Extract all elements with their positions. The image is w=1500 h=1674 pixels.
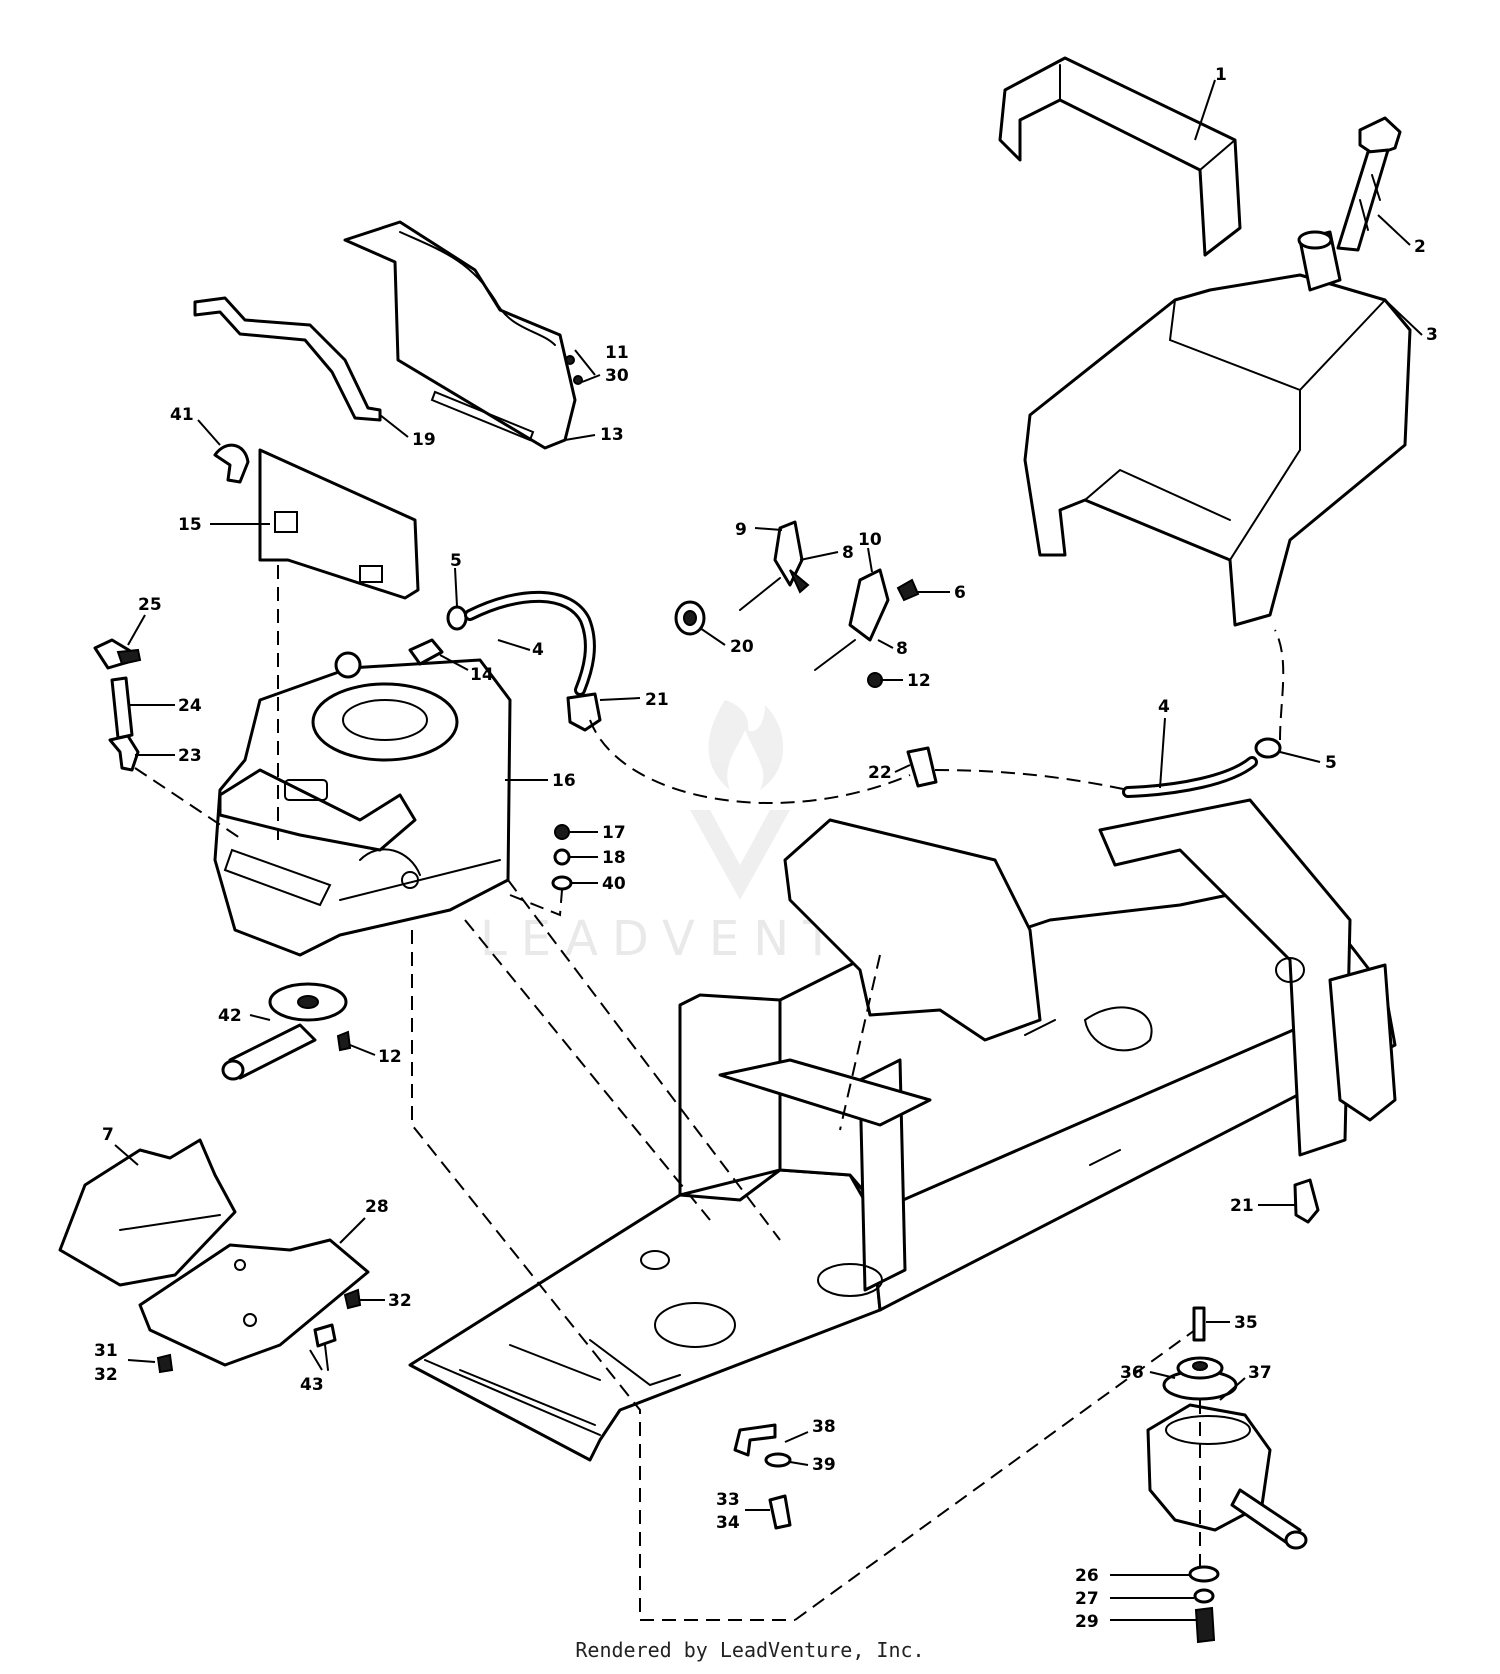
part-12-bolt-lower[interactable]	[336, 1030, 352, 1052]
callout-31: 31	[94, 1341, 118, 1361]
part-5-clamp-upper[interactable]	[446, 605, 468, 631]
part-20-bushing[interactable]	[674, 600, 706, 636]
callout-43: 43	[300, 1375, 324, 1395]
callout-35: 35	[1234, 1313, 1258, 1333]
part-9-lever[interactable]	[739, 520, 810, 611]
callout-41: 41	[170, 405, 194, 425]
part-26-washer[interactable]	[1188, 1565, 1220, 1583]
callout-32: 32	[388, 1291, 412, 1311]
callout-23: 23	[178, 746, 202, 766]
callout-37: 37	[1248, 1363, 1272, 1383]
callout-28: 28	[365, 1197, 389, 1217]
part-2-fuel-cap[interactable]	[1336, 116, 1402, 252]
part-22-clip[interactable]	[906, 746, 938, 788]
callout-33: 33	[716, 1490, 740, 1510]
part-31-32-screw[interactable]	[156, 1353, 174, 1374]
callout-6: 6	[954, 583, 966, 603]
part-1-cover[interactable]	[998, 56, 1242, 257]
part-18-washer[interactable]	[553, 848, 571, 866]
callout-25: 25	[138, 595, 162, 615]
callout-36: 36	[1120, 1363, 1144, 1383]
part-21-clip-upper[interactable]	[566, 692, 602, 732]
part-24-hose[interactable]	[110, 676, 134, 740]
part-41-clip[interactable]	[213, 443, 250, 484]
leader-lines	[114, 79, 1423, 1621]
part-35-pin[interactable]	[1192, 1306, 1206, 1342]
part-25-fitting[interactable]	[93, 638, 142, 670]
callout-13: 13	[600, 425, 624, 445]
part-17-nut[interactable]	[554, 824, 570, 840]
callout-32b: 32	[94, 1365, 118, 1385]
part-14-fitting[interactable]	[408, 638, 444, 666]
callout-11: 11	[605, 343, 629, 363]
part-5-clamp-lower[interactable]	[1254, 737, 1282, 759]
callout-12-lower: 12	[378, 1047, 402, 1067]
part-27-washer[interactable]	[1193, 1588, 1215, 1604]
part-28-shield[interactable]	[138, 1238, 370, 1367]
callout-12-upper: 12	[907, 671, 931, 691]
part-42-pulley[interactable]	[221, 982, 348, 1081]
watermark-logo	[690, 700, 790, 900]
callout-19: 19	[412, 430, 436, 450]
callout-7: 7	[102, 1125, 114, 1145]
part-37-fuel-pump[interactable]	[1146, 1403, 1308, 1550]
callout-2: 2	[1414, 237, 1426, 257]
callout-labels: 1 2 3 11 30 13 19 41 15 25 24 23 5 14 4 …	[94, 65, 1438, 1632]
callout-16: 16	[552, 771, 576, 791]
part-38-bracket[interactable]	[733, 1423, 777, 1457]
part-39-washer[interactable]	[764, 1452, 792, 1468]
callout-26: 26	[1075, 1566, 1099, 1586]
part-40-washer[interactable]	[551, 875, 573, 891]
part-33-34-bolt[interactable]	[768, 1494, 792, 1530]
callout-14: 14	[470, 665, 494, 685]
callout-15: 15	[178, 515, 202, 535]
part-23-elbow[interactable]	[108, 734, 140, 772]
callout-10: 10	[858, 530, 882, 550]
callout-17: 17	[602, 823, 626, 843]
part-13-heat-shield[interactable]	[343, 220, 577, 450]
callout-30: 30	[605, 366, 629, 386]
callout-38: 38	[812, 1417, 836, 1437]
part-10-lever[interactable]	[814, 568, 890, 671]
part-7-shield[interactable]	[58, 1138, 237, 1287]
callout-3: 3	[1426, 325, 1438, 345]
callout-4-lower: 4	[1158, 697, 1170, 717]
part-4-fuel-line-lower[interactable]	[1122, 756, 1258, 798]
callout-42: 42	[218, 1006, 242, 1026]
callout-5-lower: 5	[1325, 753, 1337, 773]
callout-4-upper: 4	[532, 640, 544, 660]
part-6-screw[interactable]	[896, 578, 920, 602]
callout-8-upper: 8	[842, 543, 854, 563]
part-16-engine[interactable]	[213, 651, 512, 957]
part-29-bolt[interactable]	[1194, 1606, 1216, 1644]
part-12-nut-upper[interactable]	[867, 672, 883, 688]
part-11-30-fasteners[interactable]	[565, 355, 583, 385]
part-3-fuel-tank[interactable]	[1023, 230, 1412, 627]
callout-40: 40	[602, 874, 626, 894]
callout-39: 39	[812, 1455, 836, 1475]
part-32-screw[interactable]	[343, 1288, 362, 1310]
callout-1: 1	[1215, 65, 1227, 85]
part-19-wire[interactable]	[193, 296, 382, 422]
callout-9: 9	[735, 520, 747, 540]
part-43-fastener[interactable]	[313, 1323, 337, 1371]
callout-27: 27	[1075, 1589, 1099, 1609]
frame-chassis[interactable]	[408, 798, 1397, 1462]
callout-8-lower: 8	[896, 639, 908, 659]
callout-29: 29	[1075, 1612, 1099, 1632]
callout-24: 24	[178, 696, 202, 716]
part-21-clip-lower[interactable]	[1293, 1178, 1320, 1224]
callout-21-upper: 21	[645, 690, 669, 710]
callout-5-upper: 5	[450, 551, 462, 571]
callout-22: 22	[868, 763, 892, 783]
callout-34: 34	[716, 1513, 740, 1533]
part-4-fuel-line-upper[interactable]	[464, 590, 596, 696]
part-15-panel[interactable]	[258, 448, 420, 600]
callout-20: 20	[730, 637, 754, 657]
footer-credit: Rendered by LeadVenture, Inc.	[575, 1638, 925, 1662]
callout-21-lower: 21	[1230, 1196, 1254, 1216]
assembly-lines	[134, 565, 1285, 1621]
callout-18: 18	[602, 848, 626, 868]
